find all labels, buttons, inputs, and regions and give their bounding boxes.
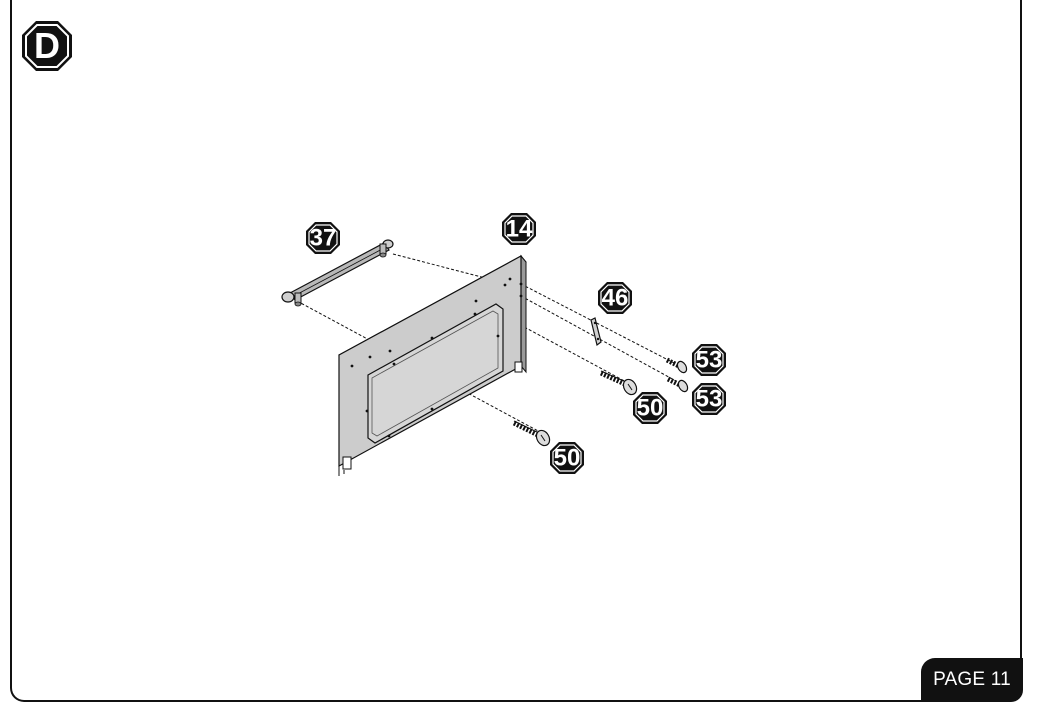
- page-frame: [10, 0, 1022, 702]
- page-number-label: PAGE 11: [933, 669, 1011, 690]
- part-badge-50-left: 50: [550, 442, 584, 474]
- part-badge-46: 46: [598, 282, 632, 314]
- guide-line-handle-right: [392, 253, 521, 288]
- guide-line-right-screw: [475, 300, 631, 385]
- part-label-50-right: 50: [637, 395, 664, 422]
- part-label-50-left: 50: [554, 445, 581, 472]
- part-badge-53-bottom: 53: [692, 383, 726, 415]
- screw-short-bottom: [666, 376, 689, 393]
- door-panel: [338, 254, 527, 476]
- step-letter: D: [34, 25, 60, 66]
- part-badge-50-right: 50: [633, 392, 667, 424]
- guide-line-top-screw: [520, 283, 677, 365]
- part-badge-37: 37: [306, 222, 340, 254]
- part-label-37: 37: [310, 225, 337, 252]
- part-badge-14: 14: [502, 213, 536, 245]
- step-badge: D: [21, 20, 73, 72]
- screw-long-right: [599, 370, 638, 396]
- guide-lines: [296, 253, 677, 433]
- part-badge-53-top: 53: [692, 344, 726, 376]
- step-badge-octagon: [22, 21, 72, 71]
- page-number-tab: PAGE 11: [921, 658, 1023, 702]
- guide-line-bottom-screw: [520, 295, 677, 382]
- part-label-53-bottom: 53: [696, 386, 723, 413]
- guide-line-handle-left: [296, 300, 541, 433]
- plate: [590, 317, 602, 347]
- handle: [281, 239, 394, 307]
- screw-long-left: [512, 420, 551, 447]
- part-label-53-top: 53: [696, 347, 723, 374]
- part-label-14: 14: [506, 216, 533, 243]
- screw-short-top: [665, 357, 688, 374]
- part-label-46: 46: [602, 285, 629, 312]
